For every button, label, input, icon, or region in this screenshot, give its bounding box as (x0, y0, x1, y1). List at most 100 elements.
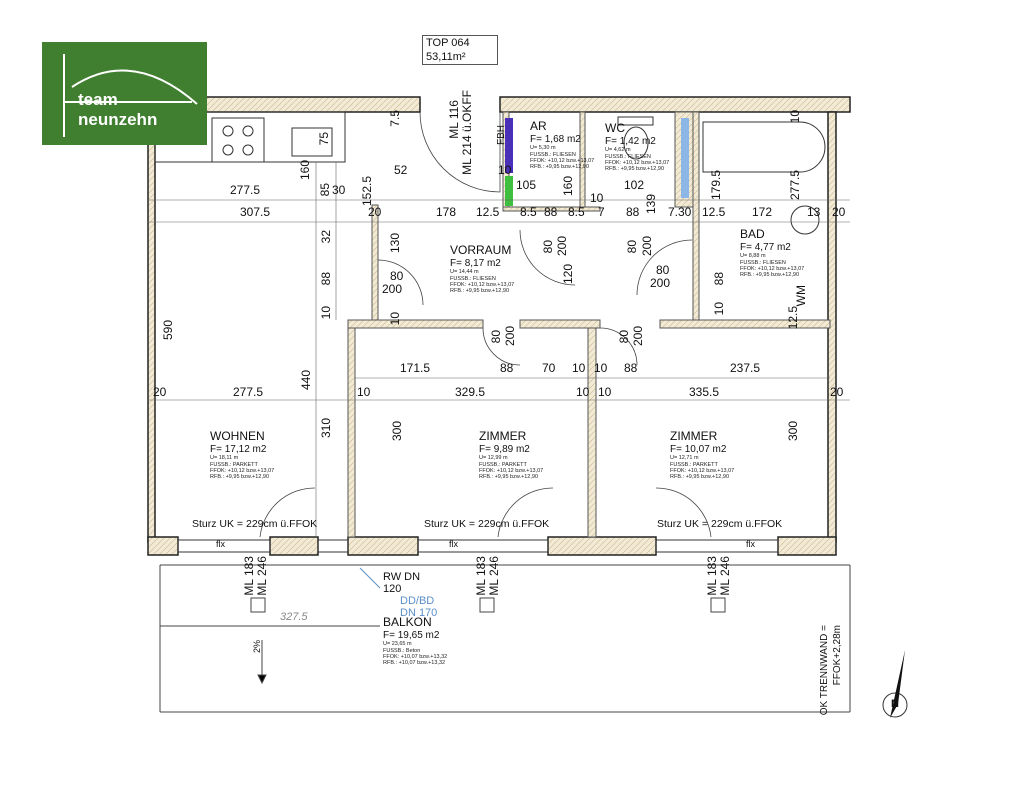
room-floor: FUSSB.: Beton (383, 647, 421, 654)
dimension: 277.5 (788, 170, 802, 201)
room-ffok: FFOK: +10,07 bzw.+13,32 (383, 653, 448, 660)
bathtub (702, 121, 826, 235)
window-label: flx (746, 539, 755, 549)
dimension: 200 (640, 236, 654, 257)
room-area: F= 1,42 m2 (605, 135, 656, 147)
dimension: 120 (561, 264, 575, 285)
sill-ml2: ML 246 (718, 556, 732, 596)
dimension: 160 (298, 160, 312, 181)
room-ffok: FFOK: +10,12 bzw.+13,07 (740, 265, 805, 272)
dimension: 88 (500, 361, 514, 375)
logo-text-neunzehn: neunzehn (78, 110, 158, 129)
logo-text-team: team (78, 90, 118, 109)
dimension: 152.5 (360, 176, 374, 207)
dimension: 200 (631, 326, 645, 347)
room-perimeter: U= 23,65 m (383, 641, 412, 648)
dimension: 20 (368, 205, 382, 219)
room-rfb: RFB.: +10,07 bzw.+13,32 (383, 660, 446, 667)
dimension-lines (148, 162, 850, 537)
dimension: 10 (712, 302, 726, 316)
dimension: 88 (712, 272, 726, 286)
dimension: 75 (317, 132, 331, 146)
dimension: 7.5 (388, 110, 402, 127)
room-wohnen: WOHNEN F= 17,12 m2 U= 18,11 m FUSSB.: PA… (210, 429, 275, 481)
room-perimeter: U= 18,11 m (210, 455, 239, 462)
dimension: 590 (161, 320, 175, 341)
room-area: F= 9,89 m2 (479, 443, 530, 455)
dimension: 85 (318, 183, 332, 197)
toilet (617, 116, 654, 160)
room-rfb: RFB.: +9,95 bzw.+12,90 (605, 166, 665, 173)
room-name: AR (530, 119, 547, 133)
dimension: 200 (555, 236, 569, 257)
room-perimeter: U= 8,88 m (740, 253, 766, 260)
room-perimeter: U= 14,44 m (450, 269, 479, 276)
dimension: 179.5 (709, 170, 723, 201)
room-rfb: RFB.: +9,95 bzw.+12,90 (479, 474, 539, 481)
dimension: 200 (503, 326, 517, 347)
dimension: 32 (319, 230, 333, 244)
rw-size: 120 (383, 583, 402, 595)
north-label: N (891, 698, 899, 710)
dimension: 88 (319, 272, 333, 286)
unit-area: 53,11m² (426, 51, 466, 63)
dimension: 20 (153, 385, 167, 399)
room-name: ZIMMER (479, 429, 527, 443)
dimension: 130 (388, 233, 402, 254)
balcony-outline (159, 564, 851, 713)
sill-ml1: ML 183 (474, 556, 488, 596)
room-area: F= 19,65 m2 (383, 629, 440, 641)
dimension: 440 (299, 370, 313, 391)
room-name: WOHNEN (210, 429, 265, 443)
dimension: 10 (388, 312, 402, 326)
logo-roof-mark (63, 54, 198, 137)
dimension: 171.5 (400, 361, 431, 375)
rw-label: RW DN (383, 571, 421, 583)
dimension: 52 (394, 163, 408, 177)
dimension: 160 (561, 176, 575, 197)
dimension: 88 (624, 361, 638, 375)
entry-door-ml2: ML 214 ü.OKFF (460, 90, 474, 175)
dimension: 277.5 (230, 183, 261, 197)
room-rfb: RFB.: +9,95 bzw.+12,90 (450, 288, 510, 295)
unit-label: TOP 064 53,11m² (422, 35, 498, 65)
room-perimeter: U= 12,71 m (670, 455, 699, 462)
dimension: 307.5 (240, 205, 271, 219)
room-wc: WC F= 1,42 m2 U= 4,62 m FUSSB.: FLIESEN … (605, 121, 669, 173)
dimension: 80 (489, 330, 503, 344)
dimension: 139 (644, 194, 658, 215)
room-floor: FUSSB.: FLIESEN (450, 275, 496, 282)
room-area: F= 1,68 m2 (530, 133, 581, 145)
sill-ml1: ML 183 (705, 556, 719, 596)
dimension: 277.5 (233, 385, 264, 399)
room-ffok: FFOK: +10,12 bzw.+13,07 (450, 281, 515, 288)
exterior-walls (147, 96, 851, 556)
room-floor: FUSSB.: FLIESEN (605, 153, 651, 160)
dimension: 172 (752, 205, 773, 219)
room-bad: BAD F= 4,77 m2 U= 8,88 m FUSSB.: FLIESEN… (740, 227, 805, 279)
dimension: 80 (541, 240, 555, 254)
installation-shaft (681, 118, 689, 198)
interior-walls (347, 111, 831, 538)
dimension: 13 (807, 205, 821, 219)
dimension: 30 (332, 183, 346, 197)
floor-heating-manifold (505, 118, 513, 173)
room-ffok: FFOK: +10,12 bzw.+13,07 (670, 467, 735, 474)
dimension: 80 (390, 269, 404, 283)
lintel-note: Sturz UK = 229cm ü.FFOK (657, 518, 783, 530)
north-arrow (882, 650, 908, 718)
dimension: 10 (319, 306, 333, 320)
dimension: 88 (626, 205, 640, 219)
window-label: flx (216, 539, 225, 549)
dimension: 300 (390, 421, 404, 442)
room-floor: FUSSB.: FLIESEN (530, 151, 576, 158)
entry-door-ml1: ML 116 (447, 100, 461, 139)
dimension: 20 (832, 205, 846, 219)
room-perimeter: U= 4,62 m (605, 147, 631, 154)
dimension: 88 (544, 205, 558, 219)
dimension: 200 (382, 282, 403, 296)
room-ffok: FFOK: +10,12 bzw.+13,07 (210, 467, 275, 474)
dimension: 70 (542, 361, 556, 375)
floor-heating-connector (505, 176, 513, 206)
